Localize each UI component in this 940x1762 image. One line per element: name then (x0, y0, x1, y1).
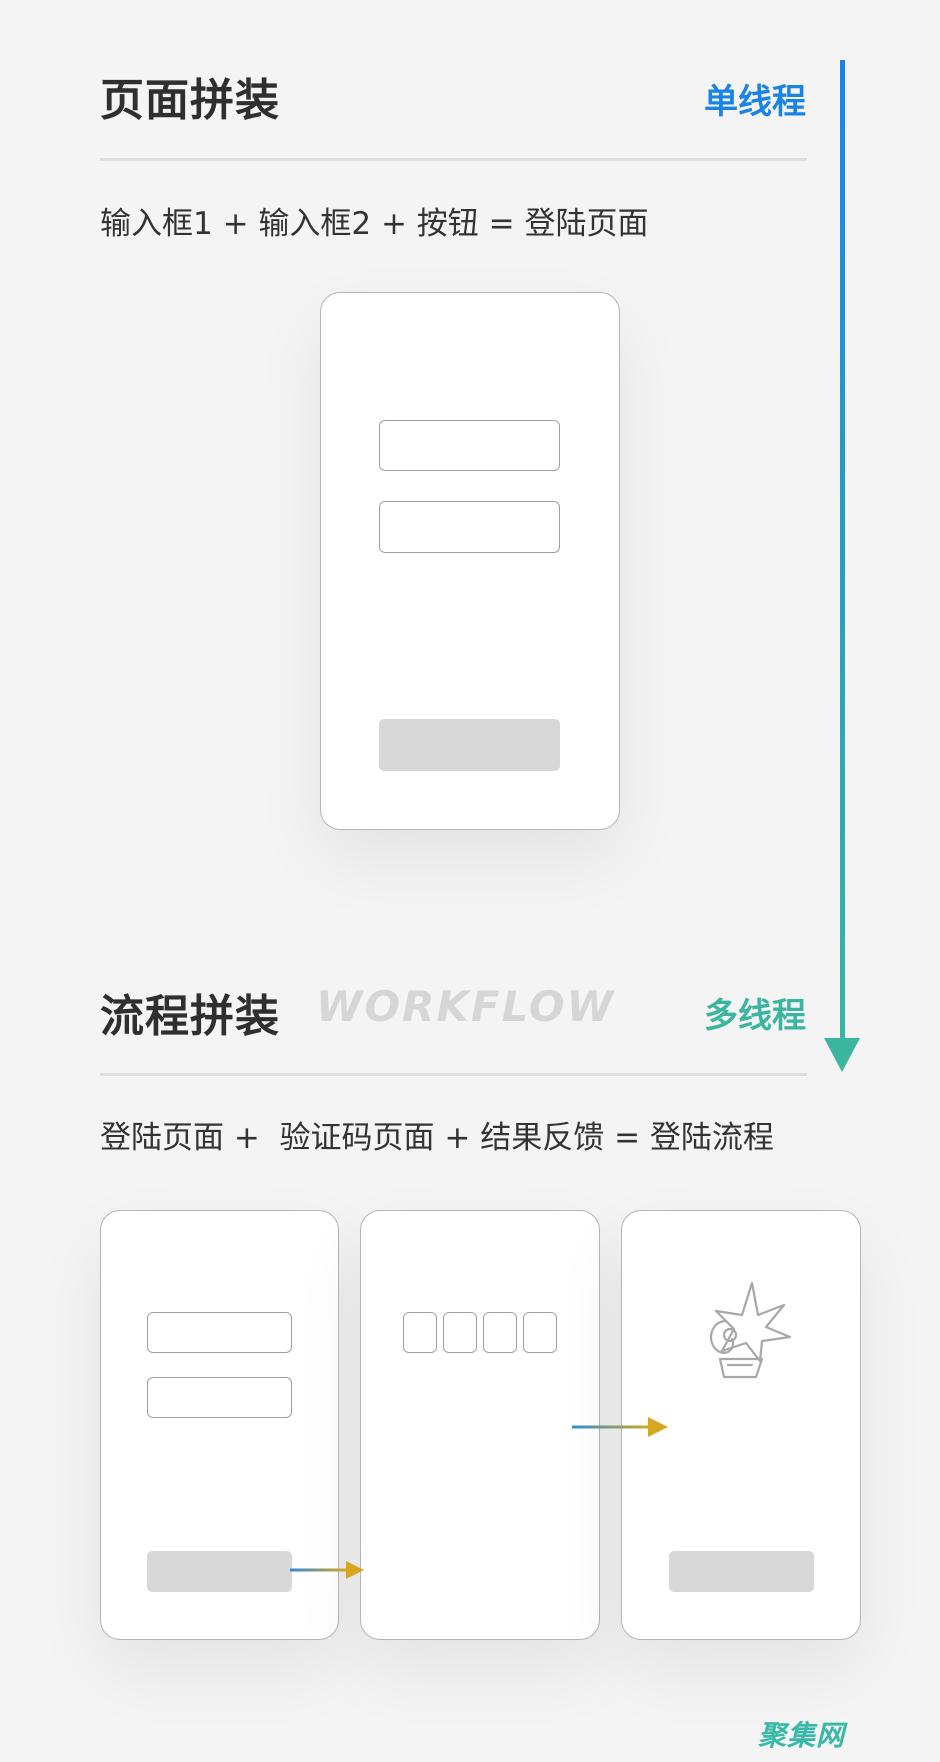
code-box-2 (443, 1312, 477, 1353)
arrow-down-icon (824, 1038, 860, 1072)
flow-input-box-2 (147, 1377, 292, 1418)
code-box-1 (403, 1312, 437, 1353)
watermark-logo: 聚集网 (758, 1719, 846, 1752)
multi-thread-label: 多线程 (704, 996, 806, 1036)
section2-divider (100, 1073, 807, 1076)
arrow-right-icon (346, 1561, 364, 1579)
section2-title-en: WORKFLOW (316, 982, 615, 1031)
section1-title: 页面拼装 (100, 75, 280, 126)
party-popper-icon (709, 1281, 792, 1379)
input-box-1 (379, 420, 560, 471)
flow-login-page (100, 1210, 339, 1640)
login-button (379, 719, 560, 771)
flow-input-box-1 (147, 1312, 292, 1353)
section1-divider (100, 158, 807, 161)
flow-login-button (147, 1551, 292, 1592)
single-thread-label: 单线程 (704, 82, 806, 122)
section2-formula: 登陆页面 + 验证码页面 + 结果反馈 = 登陆流程 (100, 1120, 774, 1156)
flow-arrow-2 (572, 1417, 668, 1437)
flow-arrow-1 (290, 1561, 364, 1579)
timeline-arrow (824, 60, 860, 1072)
input-box-2 (379, 501, 560, 553)
section2-title: 流程拼装 (100, 991, 280, 1042)
login-page-mock (320, 292, 620, 830)
code-box-3 (483, 1312, 517, 1353)
result-button (669, 1551, 814, 1592)
arrow-right-icon (648, 1417, 668, 1437)
section1-formula: 输入框1 + 输入框2 + 按钮 = 登陆页面 (100, 206, 649, 242)
code-box-4 (523, 1312, 557, 1353)
flow-verification-page (360, 1210, 600, 1640)
